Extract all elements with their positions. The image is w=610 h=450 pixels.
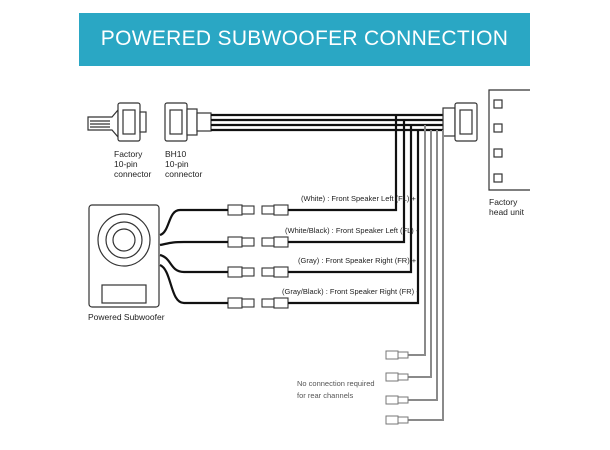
svg-text:Factory: Factory [489,197,518,207]
connector-plug-icon [385,395,409,405]
front-sockets [261,204,289,309]
front-plugs [227,204,255,309]
svg-text:connector: connector [165,169,202,179]
wire-label-fr-plus: (Gray) : Front Speaker Right (FR) + [298,256,417,265]
head-unit-label: Factory head unit [489,197,525,217]
wire-label-fl-plus: (White) : Front Speaker Left (FL) + [301,194,416,203]
rear-channel-wires [408,125,444,421]
pin-slot-icon [493,173,503,183]
rear-note: No connection required for rear channels [297,379,375,400]
main-harness [211,113,443,132]
connector-socket-icon [261,266,289,278]
connector-plug-icon [227,236,255,248]
connector-socket-icon [261,236,289,248]
connector-plug-icon [227,204,255,216]
factory-connector-icon [87,102,147,142]
connector-plug-icon [385,372,409,382]
factory-connector-label: Factory 10-pin connector [114,149,151,179]
connector-socket-icon [261,204,289,216]
svg-text:No connection required: No connection required [297,379,375,388]
svg-text:head unit: head unit [489,207,525,217]
headunit-connector-icon [442,102,478,142]
subwoofer-label: Powered Subwoofer [88,312,165,322]
rear-connectors [385,350,409,425]
bh10-connector-label: BH10 10-pin connector [165,149,202,179]
wire-label-fr-minus: (Gray/Black) : Front Speaker Right (FR) … [282,287,419,296]
svg-text:BH10: BH10 [165,149,187,159]
head-unit-icon [488,89,530,191]
wire-label-fl-minus: (White/Black) : Front Speaker Left (FL) … [285,226,419,235]
pin-slot-icon [493,99,503,109]
bh10-connector-icon [164,102,212,142]
socket-leads [288,208,306,305]
svg-text:for rear channels: for rear channels [297,391,354,400]
title-banner: POWERED SUBWOOFER CONNECTION [79,13,530,66]
connector-plug-icon [227,266,255,278]
subwoofer-wires [159,208,228,305]
front-speaker-wires [306,115,420,305]
subwoofer-icon [88,204,160,308]
page-title: POWERED SUBWOOFER CONNECTION [100,27,509,50]
svg-text:connector: connector [114,169,151,179]
pin-slot-icon [493,123,503,133]
connector-plug-icon [227,297,255,309]
svg-text:Factory: Factory [114,149,143,159]
pin-slot-icon [493,148,503,158]
svg-text:10-pin: 10-pin [165,159,189,169]
svg-text:10-pin: 10-pin [114,159,138,169]
connector-plug-icon [385,350,409,360]
connector-socket-icon [261,297,289,309]
connector-plug-icon [385,415,409,425]
